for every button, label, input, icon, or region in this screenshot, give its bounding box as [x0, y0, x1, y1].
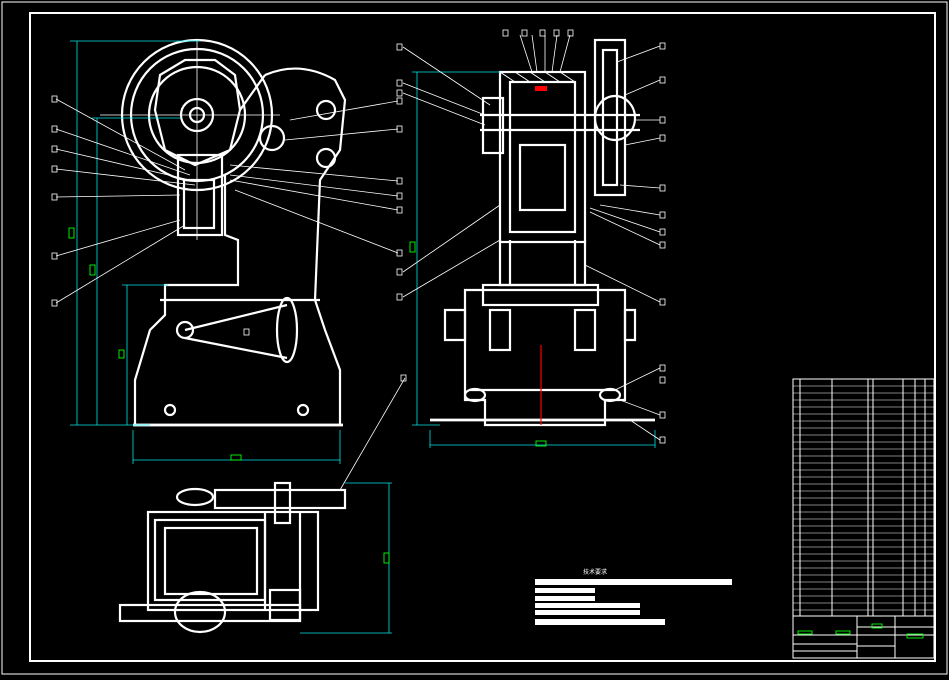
title-block [792, 615, 935, 659]
drawing-frame [29, 12, 936, 662]
top-view-dimension-value [383, 552, 390, 564]
red-marker [535, 86, 547, 91]
parts-list [792, 378, 935, 617]
top-view [118, 481, 347, 634]
front-view-dimension-values [68, 227, 242, 461]
front-view-dimensions [70, 40, 341, 464]
front-view-part-numbers [51, 95, 403, 336]
parts-list-rows [793, 385, 934, 611]
technical-requirements-title: 技术要求 [583, 569, 608, 576]
side-view-dimension-values [409, 241, 547, 447]
technical-notes [535, 579, 732, 625]
title-block-fields [797, 623, 924, 639]
front-view-centerlines [100, 40, 280, 240]
top-view-leader [339, 377, 406, 491]
side-view-cylinder-hatch [499, 71, 576, 83]
front-view-leaders [55, 98, 399, 304]
top-view-part-number [400, 374, 407, 382]
front-view [120, 38, 347, 427]
side-view [430, 38, 655, 427]
side-view-leaders [402, 34, 661, 441]
side-view-part-numbers [396, 29, 666, 444]
side-view-dimensions [412, 71, 656, 448]
